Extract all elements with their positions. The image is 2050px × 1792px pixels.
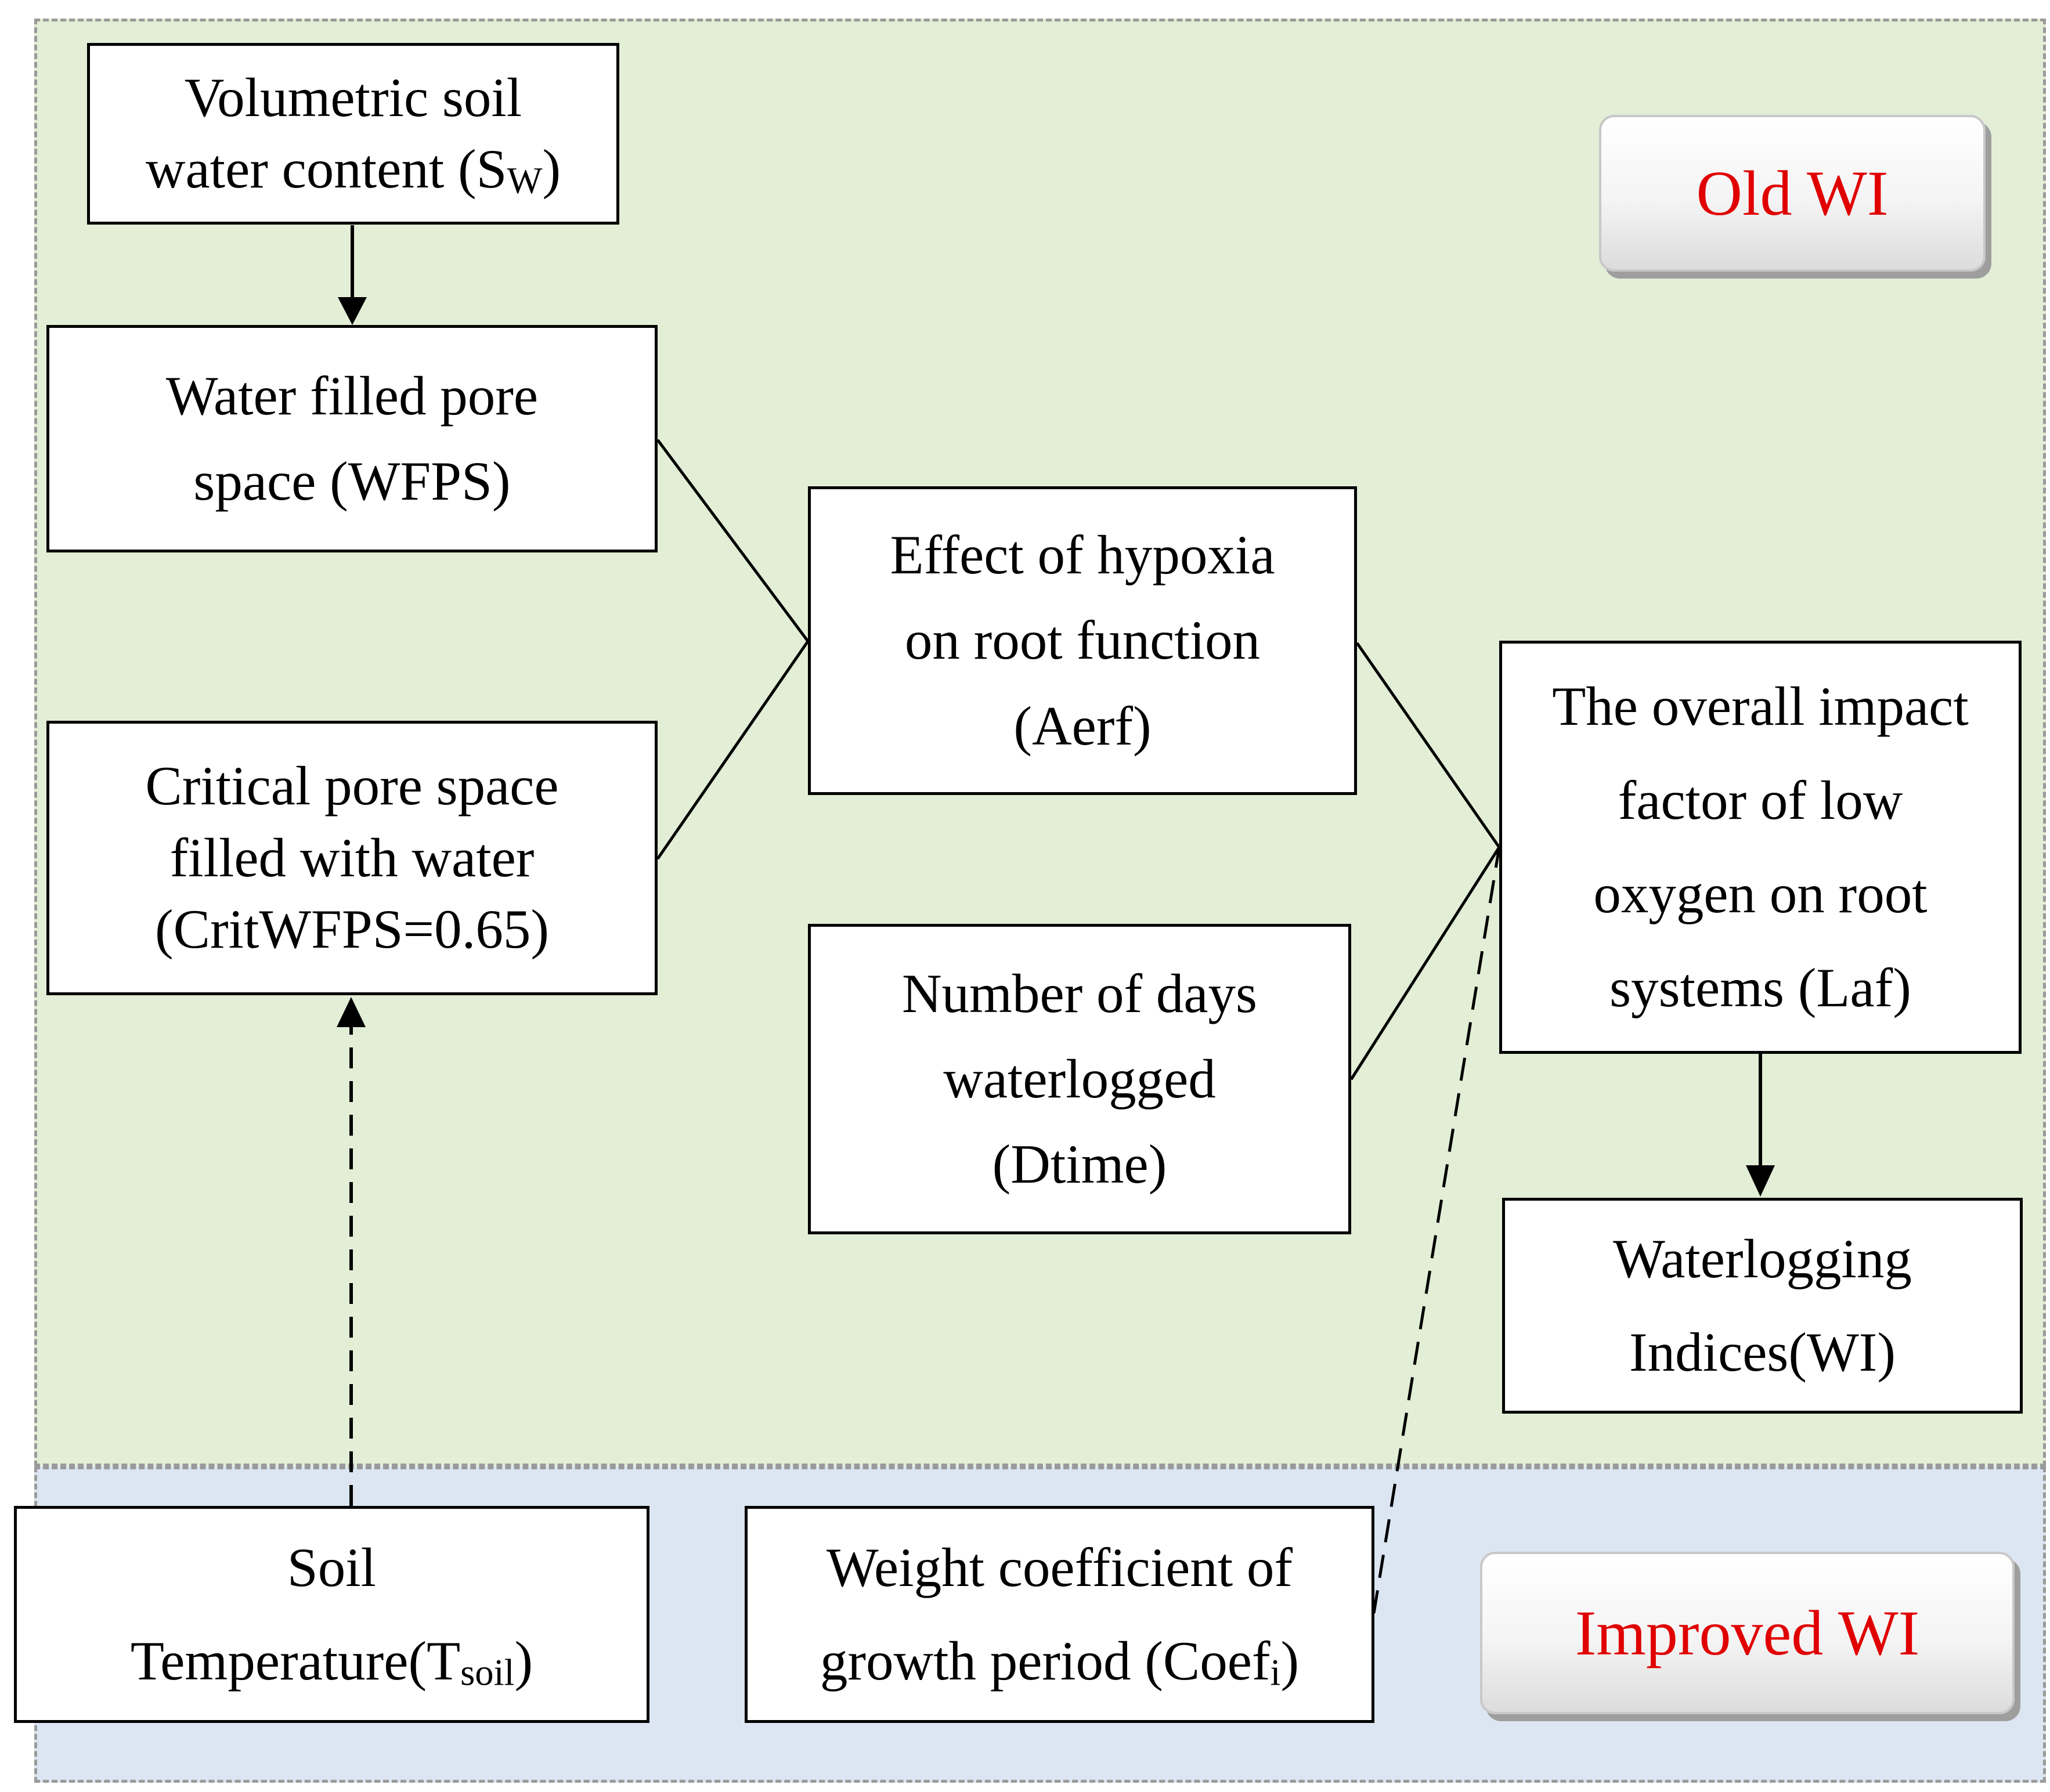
node-coef: Weight coefficient of growth period (Coe… <box>745 1506 1374 1723</box>
node-wfps: Water filled pore space (WFPS) <box>46 325 658 552</box>
node-critwfps: Critical pore space filled with water (C… <box>46 721 658 995</box>
node-dtime: Number of days waterlogged (Dtime) <box>808 924 1351 1234</box>
edge-dtime-laf <box>1349 846 1501 1081</box>
arrowhead-tsoil-crit <box>337 997 366 1027</box>
edge-aerf-laf <box>1355 642 1501 848</box>
edge-wfps-aerf <box>656 439 810 642</box>
arrowhead-sw-wfps <box>338 297 367 325</box>
node-sw: Volumetric soil water content (SW) <box>87 43 619 225</box>
node-aerf: Effect of hypoxia on root function (Aerf… <box>808 486 1357 795</box>
node-tsoil: Soil Temperature(Tsoil) <box>14 1506 649 1723</box>
old-wi-label: Old WI <box>1599 115 1986 272</box>
arrowhead-laf-wi <box>1746 1165 1775 1197</box>
edge-coef-laf <box>1372 847 1501 1614</box>
edge-crit-aerf <box>656 640 810 860</box>
improved-wi-label: Improved WI <box>1480 1552 2015 1714</box>
node-wi: Waterlogging Indices(WI) <box>1502 1198 2023 1414</box>
node-laf: The overall impact factor of low oxygen … <box>1499 641 2022 1054</box>
